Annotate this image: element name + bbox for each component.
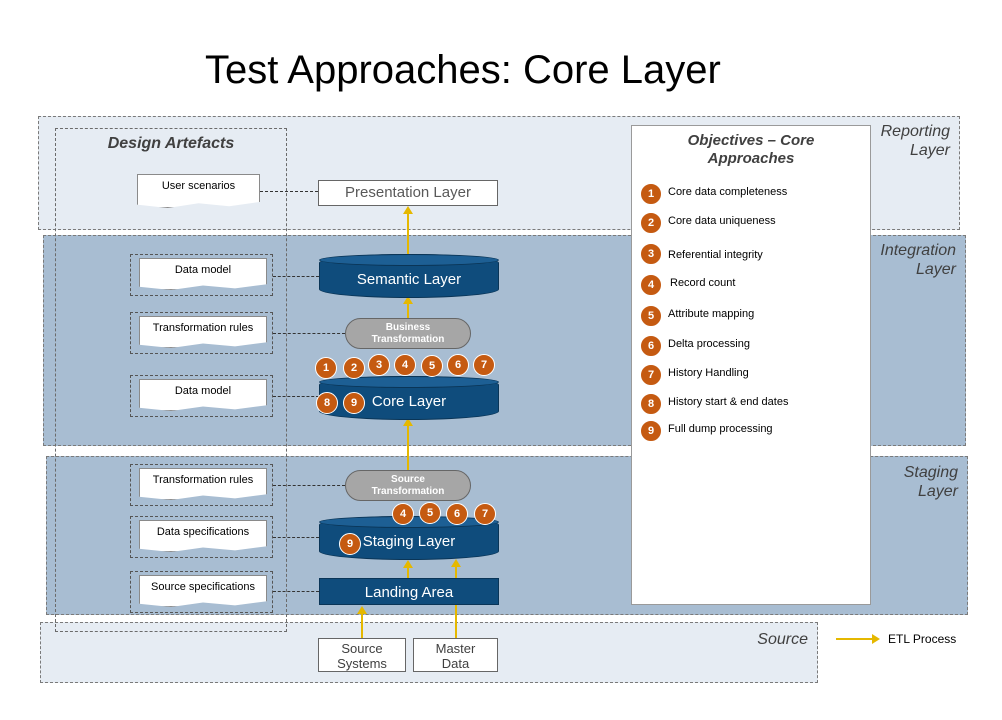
objectives-panel	[631, 125, 871, 605]
etl-arrow	[407, 212, 409, 254]
objective-number-badge: 5	[640, 305, 662, 327]
integration-layer-label: Integration Layer	[880, 242, 956, 278]
objective-number-badge: 6	[640, 335, 662, 357]
objective-number-badge: 1	[640, 183, 662, 205]
objective-number-badge: 4	[640, 274, 662, 296]
master-data-box: Master Data	[413, 638, 498, 672]
legend-arrow-icon	[872, 634, 880, 644]
core-badge: 8	[316, 392, 338, 414]
objective-label: Core data uniqueness	[668, 215, 776, 227]
doc-frame	[130, 464, 273, 506]
semantic-layer-label: Semantic Layer	[356, 271, 462, 288]
landing-area-box: Landing Area	[319, 578, 499, 605]
legend-arrow-line	[836, 638, 872, 640]
source-systems-box: Source Systems	[318, 638, 406, 672]
staging-badge: 9	[339, 533, 361, 555]
objective-number-badge: 8	[640, 393, 662, 415]
objective-label: Attribute mapping	[668, 308, 755, 320]
connector	[273, 485, 345, 486]
doc-frame	[130, 312, 273, 354]
page-title: Test Approaches: Core Layer	[205, 48, 721, 92]
connector	[273, 333, 345, 334]
source-layer-label: Source	[757, 631, 808, 648]
doc-frame	[130, 571, 273, 613]
core-layer-label: Core Layer	[371, 393, 447, 410]
objective-number-badge: 2	[640, 212, 662, 234]
objective-label: Record count	[670, 277, 736, 289]
connector	[273, 591, 319, 592]
reporting-layer-label: Reporting Layer	[880, 123, 950, 159]
core-badge: 1	[315, 357, 337, 379]
objective-label: History start & end dates	[668, 396, 789, 408]
staging-badge: 6	[446, 503, 468, 525]
core-badge: 9	[343, 392, 365, 414]
core-badge: 2	[343, 357, 365, 379]
objective-number-badge: 3	[640, 243, 662, 265]
staging-layer-label: Staging Layer	[903, 464, 958, 500]
etl-arrow	[407, 424, 409, 470]
etl-arrowhead	[403, 206, 413, 214]
objectives-title: Objectives – Core Approaches	[687, 132, 815, 167]
etl-arrowhead	[403, 418, 413, 426]
objective-number-badge: 9	[640, 420, 662, 442]
doc-data-specifications: Data specifications	[139, 520, 267, 552]
etl-arrow	[407, 302, 409, 318]
connector	[273, 276, 319, 277]
objective-label: Full dump processing	[668, 423, 773, 435]
connector	[273, 396, 319, 397]
doc-transformation-rules-source: Transformation rules	[139, 468, 267, 500]
business-transformation-pill: Business Transformation	[345, 318, 471, 349]
presentation-layer-box: Presentation Layer	[318, 180, 498, 206]
doc-frame	[130, 254, 273, 296]
objective-number-badge: 7	[640, 364, 662, 386]
staging-layer-label: Staging Layer	[362, 533, 456, 550]
doc-user-scenarios: User scenarios	[137, 174, 260, 208]
doc-data-model-semantic: Data model	[139, 258, 267, 290]
etl-arrowhead	[403, 296, 413, 304]
core-badge: 7	[473, 354, 495, 376]
objective-label: Delta processing	[668, 338, 750, 350]
doc-transformation-rules-business: Transformation rules	[139, 316, 267, 348]
etl-arrowhead	[357, 606, 367, 614]
etl-arrow	[407, 566, 409, 578]
connector	[273, 537, 319, 538]
source-transformation-pill: Source Transformation	[345, 470, 471, 501]
etl-arrow	[361, 613, 363, 638]
objective-label: Core data completeness	[668, 186, 788, 198]
semantic-layer-cylinder: Semantic Layer	[319, 254, 499, 298]
doc-frame	[130, 375, 273, 417]
doc-source-specifications: Source specifications	[139, 575, 267, 607]
objective-label: Referential integrity	[668, 249, 763, 261]
design-artefacts-title: Design Artefacts	[107, 135, 235, 152]
staging-badge: 5	[419, 502, 441, 524]
objective-label: History Handling	[668, 367, 749, 379]
design-artefacts-box	[55, 128, 287, 632]
etl-arrowhead	[403, 560, 413, 568]
legend-label: ETL Process	[888, 632, 957, 646]
etl-arrowhead	[451, 559, 461, 567]
doc-frame	[130, 516, 273, 558]
doc-data-model-core: Data model	[139, 379, 267, 411]
staging-badge: 7	[474, 503, 496, 525]
connector	[260, 191, 318, 192]
core-badge: 3	[368, 354, 390, 376]
core-badge: 5	[421, 355, 443, 377]
staging-badge: 4	[392, 503, 414, 525]
core-badge: 4	[394, 354, 416, 376]
core-badge: 6	[447, 354, 469, 376]
